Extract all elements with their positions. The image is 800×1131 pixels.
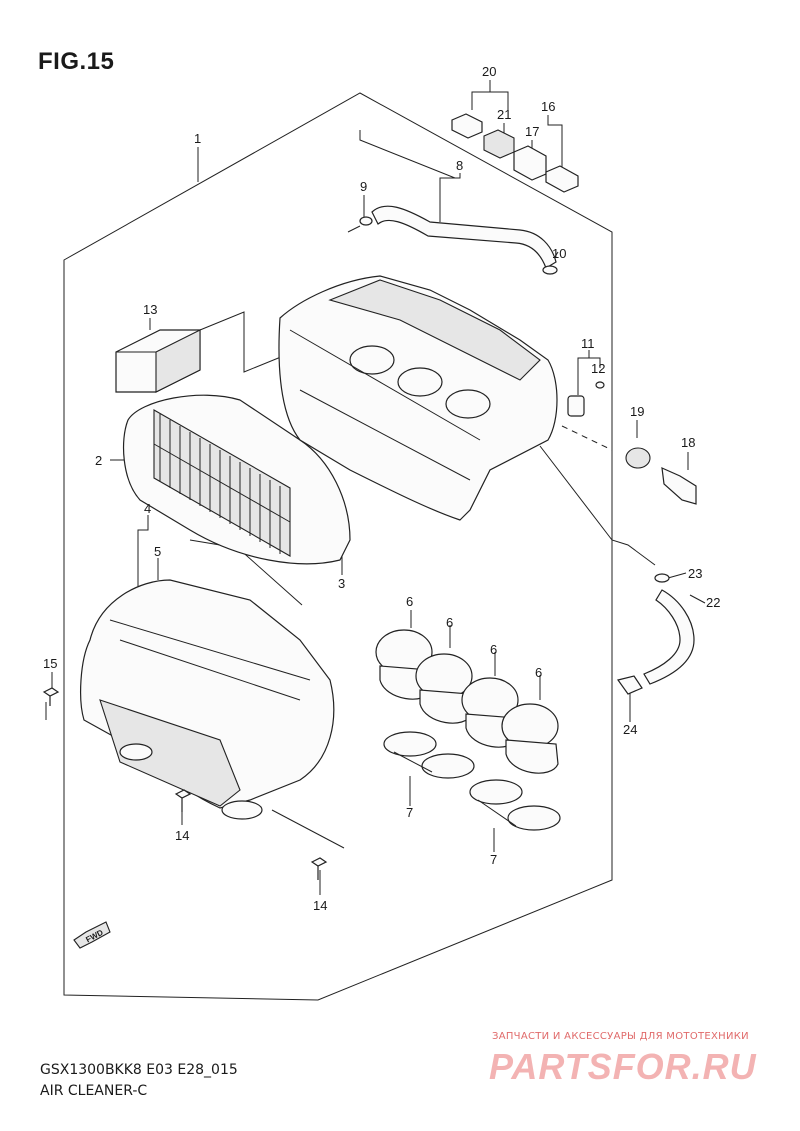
- callout-17: 17: [525, 124, 539, 139]
- sensor-connectors: [451, 113, 579, 193]
- callout-21: 21: [497, 107, 511, 122]
- callout-16: 16: [541, 99, 555, 114]
- callout-18: 18: [681, 435, 695, 450]
- filter-pleats: [153, 414, 291, 554]
- callout-4: 4: [144, 501, 151, 516]
- model-code: GSX1300BKK8 E03 E28_015: [40, 1062, 238, 1078]
- main-filter-element: [122, 394, 351, 565]
- watermark-caption: ЗАПЧАСТИ И АКСЕССУАРЫ ДЛЯ МОТОТЕХНИКИ: [492, 1031, 749, 1042]
- callout-6c: 6: [490, 642, 497, 657]
- callout-8: 8: [456, 158, 463, 173]
- screws: [42, 687, 328, 880]
- callout-15: 15: [43, 656, 57, 671]
- callout-labels: 1 2 3 4 5 6 6 6 6 7 7 8 9 10 11 12 13 14…: [43, 64, 720, 913]
- callout-14a: 14: [175, 828, 189, 843]
- callout-6b: 6: [446, 615, 453, 630]
- fwd-direction-arrow: FWD: [73, 921, 111, 949]
- breather-hose: [359, 205, 558, 275]
- callout-9: 9: [360, 179, 367, 194]
- callout-11: 11: [581, 336, 595, 351]
- callout-12: 12: [591, 361, 605, 376]
- figure-title: FIG.15: [38, 48, 115, 75]
- callout-1: 1: [194, 131, 201, 146]
- callout-19: 19: [630, 404, 644, 419]
- callout-20: 20: [482, 64, 496, 79]
- callout-13: 13: [143, 302, 157, 317]
- callout-7a: 7: [406, 805, 413, 820]
- callout-22: 22: [706, 595, 720, 610]
- foam-filter-block: [115, 329, 201, 393]
- watermark-brand: PARTSFOR.RU: [489, 1046, 757, 1087]
- callout-2: 2: [95, 453, 102, 468]
- callout-24: 24: [623, 722, 637, 737]
- callout-14b: 14: [313, 898, 327, 913]
- drain-hose: [616, 573, 695, 695]
- callout-3: 3: [338, 576, 345, 591]
- drain-fittings: [567, 381, 697, 505]
- callout-10: 10: [552, 246, 566, 261]
- assembly-boundary: [63, 92, 613, 1001]
- section-name: AIR CLEANER-C: [40, 1083, 148, 1099]
- intake-funnels: [375, 629, 559, 774]
- clamp-bands: [383, 731, 561, 831]
- callout-23: 23: [688, 566, 702, 581]
- callout-6d: 6: [535, 665, 542, 680]
- upper-case: [278, 275, 558, 521]
- callout-7b: 7: [490, 852, 497, 867]
- callout-5: 5: [154, 544, 161, 559]
- callout-6a: 6: [406, 594, 413, 609]
- lower-case: [80, 579, 335, 820]
